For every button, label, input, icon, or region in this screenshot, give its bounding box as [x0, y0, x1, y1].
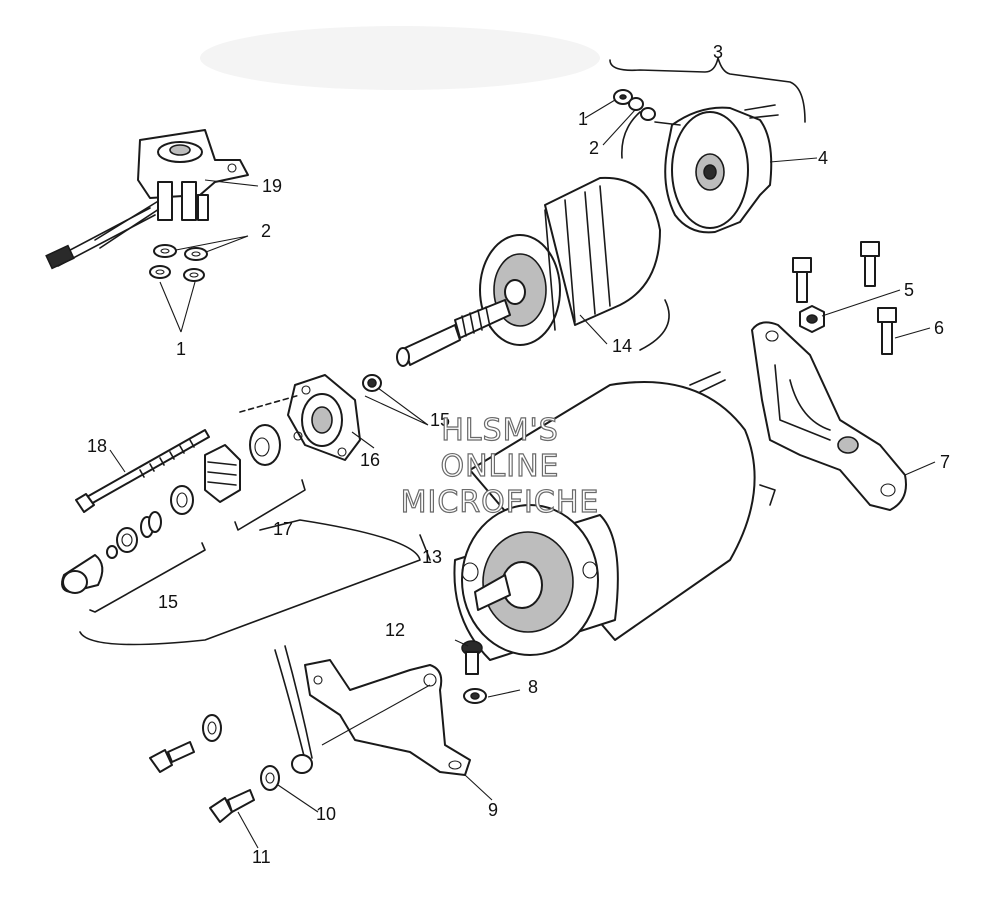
bolt-6-mid: [860, 241, 880, 287]
washer-2-top: [621, 97, 656, 159]
callout-3: 3: [713, 42, 723, 62]
mounting-bracket-7: [751, 321, 907, 511]
bolt-12: [461, 640, 483, 675]
bolt-11-top: [149, 741, 195, 773]
watermark-line-1: HLSM'S: [441, 413, 559, 448]
callout-1-solenoid: 1: [176, 339, 186, 359]
watermark-line-3: MICROFICHE: [401, 485, 600, 520]
callout-12: 12: [385, 620, 405, 640]
solenoid-switch: [45, 129, 249, 270]
washer-10: [260, 765, 280, 791]
assembly-outline: [79, 519, 421, 646]
end-cap-assembly: [609, 57, 806, 234]
washers-group-2-19: [153, 244, 208, 261]
callout-10: 10: [316, 804, 336, 824]
callout-19: 19: [262, 176, 282, 196]
bolt-6-right: [877, 307, 897, 355]
watermark: HLSM'S ONLINE MICROFICHE: [400, 412, 600, 520]
callout-1-top: 1: [578, 109, 588, 129]
bracket-bolt-line: [321, 684, 431, 746]
center-axis-line: [239, 394, 301, 413]
armature: [396, 176, 670, 367]
bolt-11: [209, 789, 255, 823]
background-smudge: [200, 26, 600, 90]
callout-4: 4: [818, 148, 828, 168]
nut-1-top: [613, 89, 633, 105]
washer-8: [463, 688, 487, 704]
callout-9: 9: [488, 800, 498, 820]
callout-18: 18: [87, 436, 107, 456]
washer-10-top: [202, 714, 222, 742]
callout-13: 13: [422, 547, 442, 567]
callout-11: 11: [252, 847, 271, 867]
watermark-line-2: ONLINE: [440, 449, 559, 484]
callout-15-top: 15: [430, 410, 450, 430]
nut-5: [799, 305, 825, 333]
callout-5: 5: [904, 280, 914, 300]
callout-17: 17: [273, 519, 293, 539]
callout-6: 6: [934, 318, 944, 338]
nuts-group-1-19: [149, 265, 205, 282]
callout-8: 8: [528, 677, 538, 697]
drive-end-cover: [287, 374, 361, 461]
callout-16: 16: [360, 450, 380, 470]
callout-14: 14: [612, 336, 632, 356]
through-bolt-18: [75, 429, 210, 513]
leader-lines: [109, 99, 936, 849]
callout-2-top: 2: [589, 138, 599, 158]
pinion-assembly-17: [170, 424, 306, 531]
drive-parts-15: [61, 511, 206, 613]
bolt-6-left: [792, 257, 812, 303]
motor-housing: [453, 371, 776, 661]
bushing-15-top: [362, 374, 382, 392]
cable-bracket-9: [274, 645, 471, 776]
callout-15-bottom: 15: [158, 592, 178, 612]
callout-labels: 1 2 3 4 19 2 1 14 5 6 15 18 16 17 7 13 1…: [87, 42, 950, 867]
callout-7: 7: [940, 452, 950, 472]
callout-2-solenoid: 2: [261, 221, 271, 241]
